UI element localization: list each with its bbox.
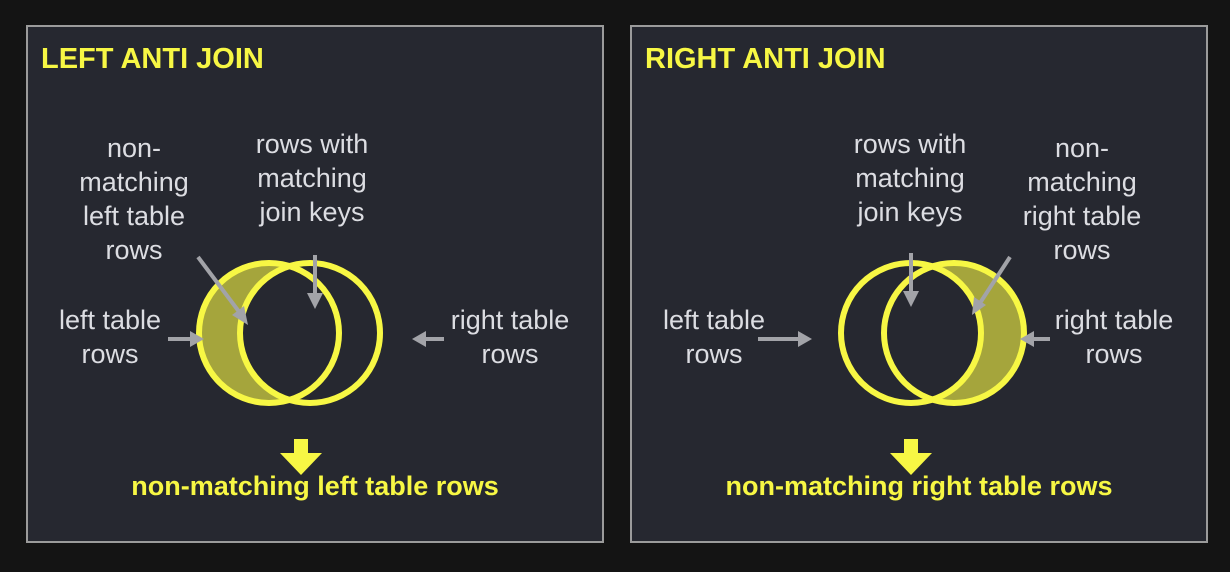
result-arrow-icon bbox=[890, 439, 932, 475]
right-anti-join-venn-diagram bbox=[758, 253, 1050, 475]
right-anti-join-panel: RIGHT ANTI JOIN rows with matching join … bbox=[630, 25, 1208, 543]
left-anti-join-panel: LEFT ANTI JOIN non- matching left table … bbox=[26, 25, 604, 543]
right-table-rows-label: right table rows bbox=[1054, 305, 1174, 369]
left-only-region bbox=[199, 263, 340, 403]
matching-join-keys-label: rows with matching join keys bbox=[255, 129, 369, 227]
result-arrow-icon bbox=[280, 439, 322, 475]
left-table-circle bbox=[196, 260, 342, 406]
panel-title: RIGHT ANTI JOIN bbox=[645, 43, 886, 75]
panel-title: LEFT ANTI JOIN bbox=[41, 43, 264, 75]
result-label: non-matching left table rows bbox=[131, 471, 499, 501]
nonmatching-right-rows-label: non- matching right table rows bbox=[1022, 133, 1142, 265]
right-only-region bbox=[884, 263, 1024, 403]
matching-join-keys-label: rows with matching join keys bbox=[853, 129, 967, 227]
right-table-rows-label: right table rows bbox=[450, 305, 570, 369]
left-anti-join-venn-diagram bbox=[168, 255, 444, 475]
result-label: non-matching right table rows bbox=[725, 471, 1113, 501]
left-table-rows-label: left table rows bbox=[662, 305, 766, 369]
nonmatching-left-rows-label: non- matching left table rows bbox=[79, 133, 189, 265]
pointer-arrows bbox=[758, 253, 1050, 347]
right-table-circle bbox=[881, 260, 1027, 406]
pointer-arrows bbox=[168, 255, 444, 347]
right-table-circle bbox=[237, 260, 383, 406]
left-table-rows-label: left table rows bbox=[58, 305, 162, 369]
